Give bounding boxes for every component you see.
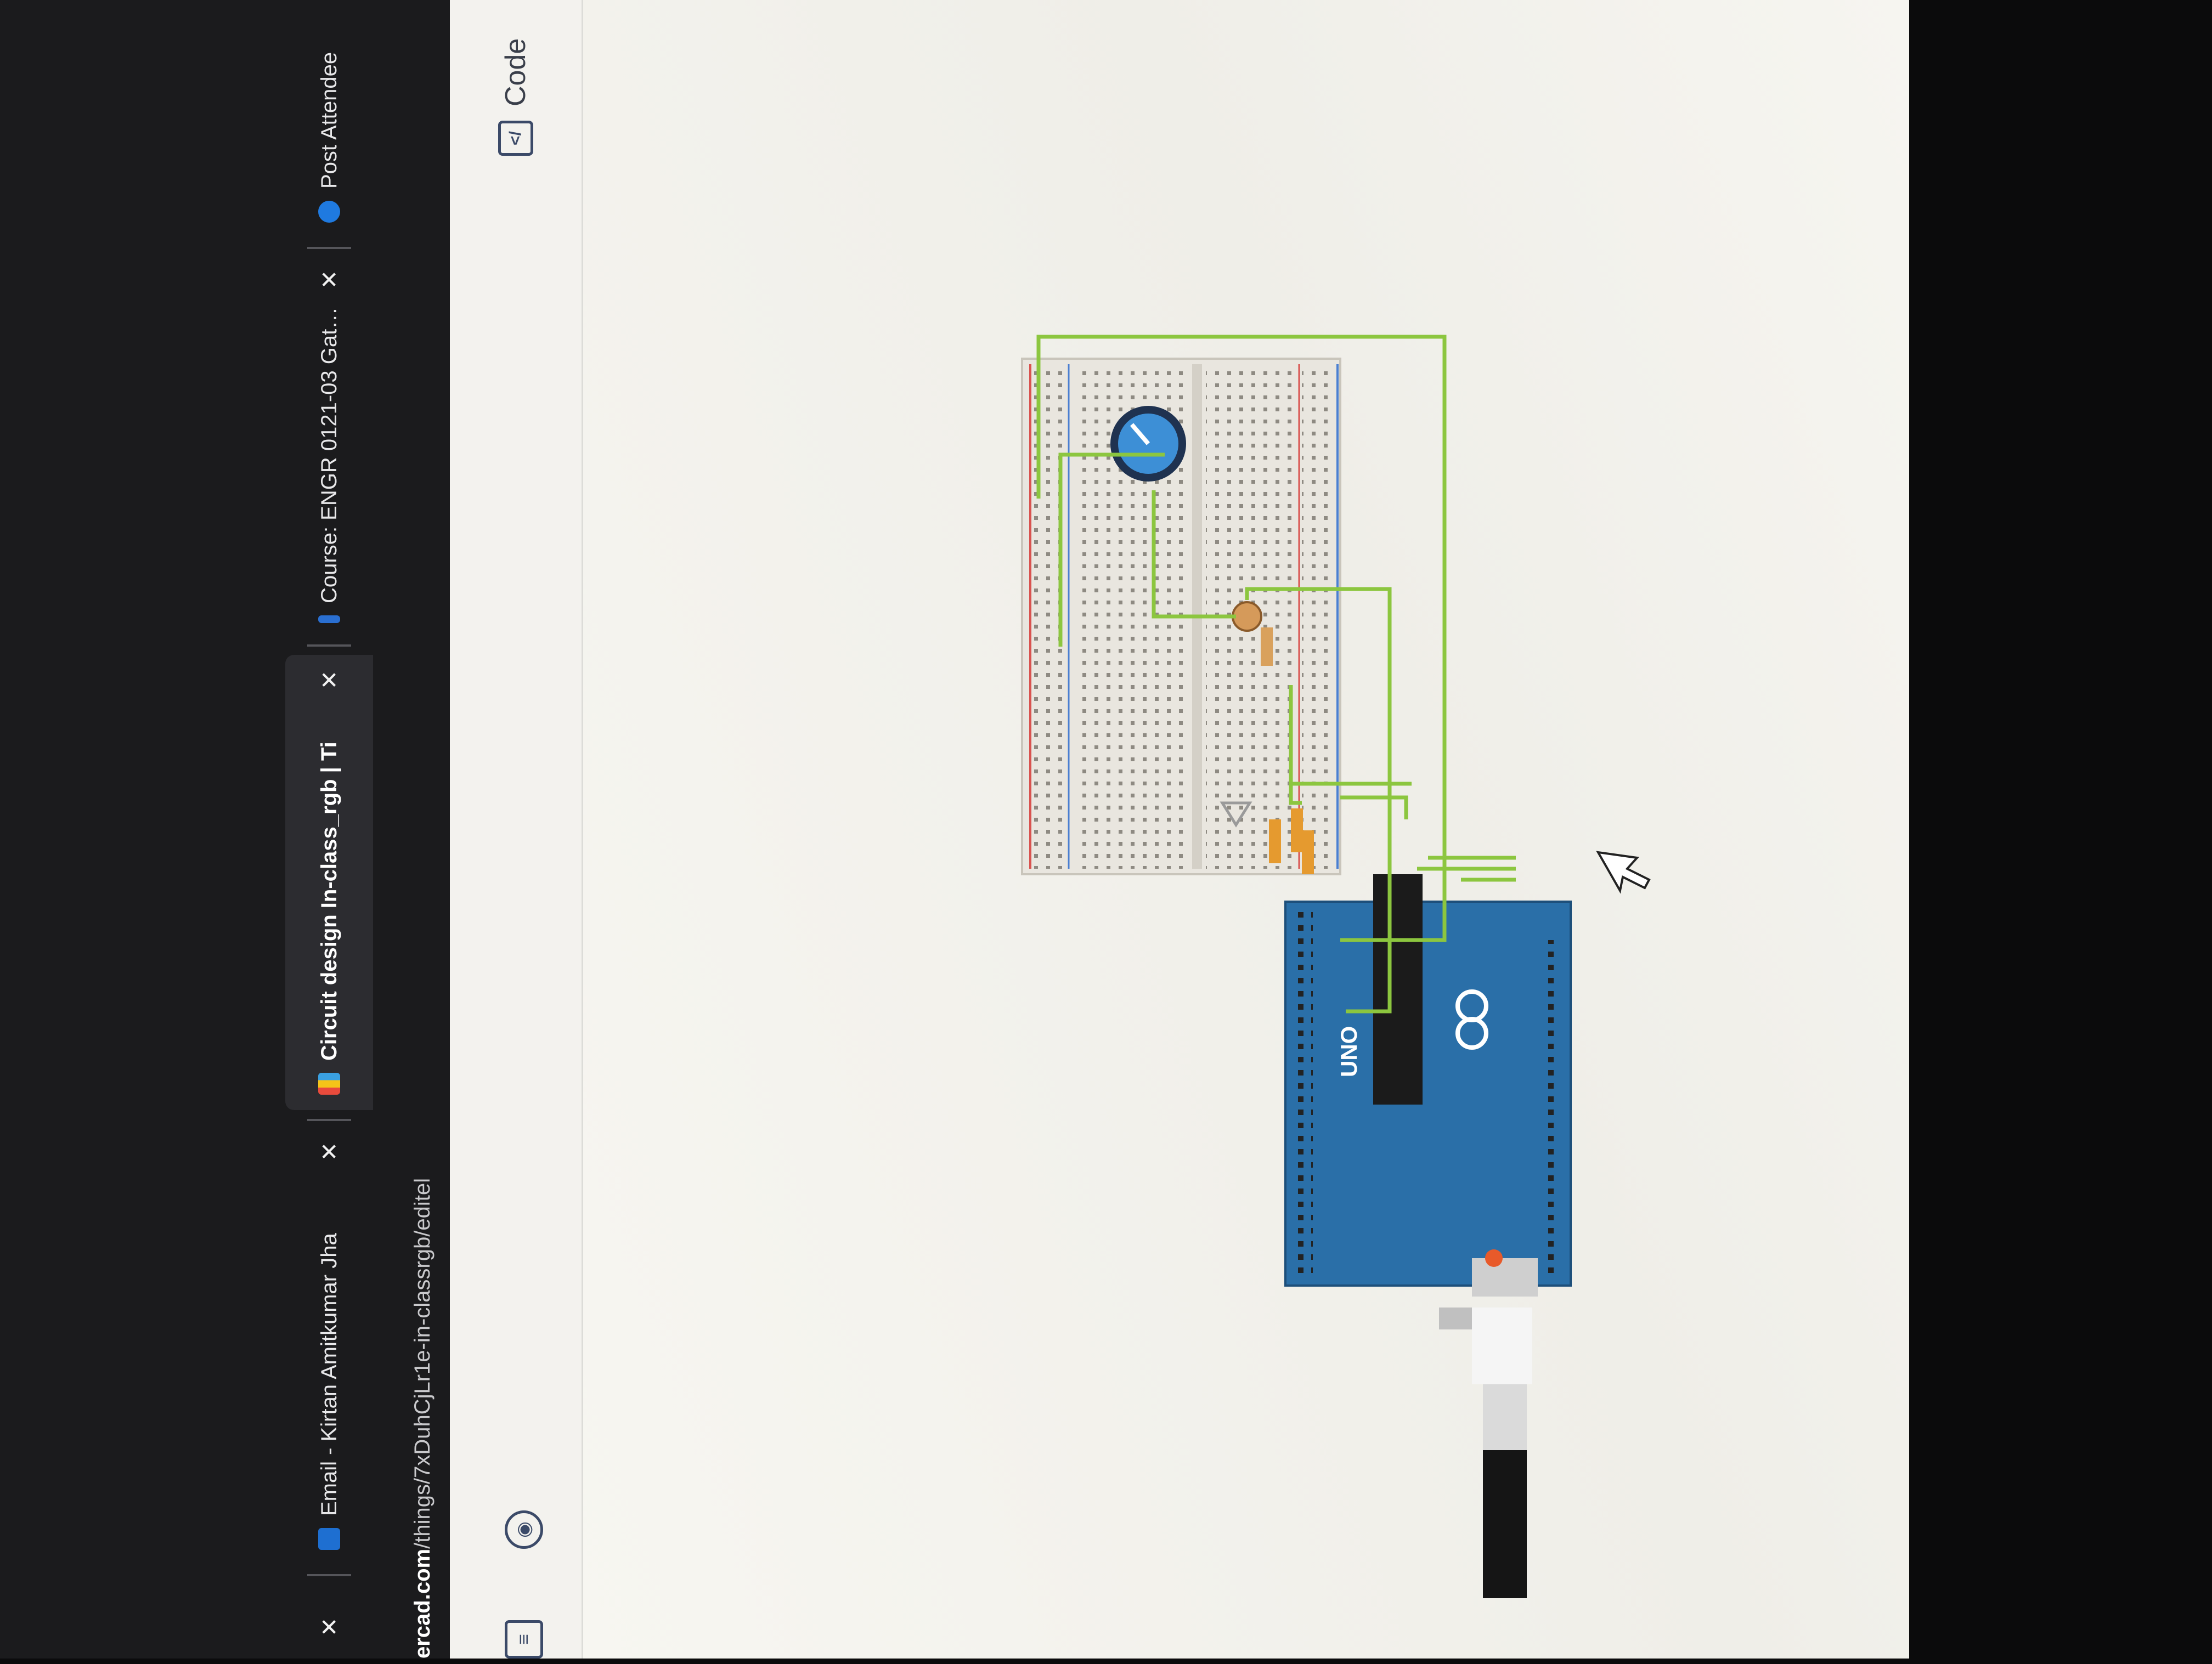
circuit-canvas[interactable]: UNO <box>583 0 1909 1659</box>
tab-close-icon[interactable]: ✕ <box>316 1142 342 1162</box>
arduino-uno[interactable]: UNO <box>1284 874 1572 1598</box>
tab-post-attendee-title: Post Attendee <box>317 52 341 189</box>
rgb-led[interactable] <box>1220 801 1252 828</box>
tab-circuit-design[interactable]: Circuit design In-class_rgb | Ti ✕ <box>285 655 373 1110</box>
wires <box>1036 335 1516 1014</box>
editor-toolbar: ≡ ◉ </ Code <box>450 0 583 1659</box>
tab-close-icon[interactable]: ✕ <box>316 1617 342 1637</box>
tab-strip: ✕ Email - Kirtan Amitkumar Jha ✕ Circuit… <box>274 0 384 1659</box>
tab-course-title: Course: ENGR 0121-03 Gatew <box>317 301 341 603</box>
address-bar[interactable]: ercad.com /things/7xDuhCjLr1e-in-classrg… <box>395 0 450 1659</box>
mouse-cursor-icon <box>1596 851 1651 894</box>
code-icon: </ <box>498 121 533 156</box>
tab-course[interactable]: Course: ENGR 0121-03 Gatew ✕ <box>285 254 373 638</box>
arduino-uno-logo-text: UNO <box>1336 1026 1362 1077</box>
tinkercad-icon <box>318 1073 340 1095</box>
circuit-drawing: UNO <box>1021 335 1651 1598</box>
info-icon <box>318 201 340 223</box>
code-button[interactable]: </ Code <box>488 38 543 156</box>
potentiometer[interactable] <box>1110 406 1186 482</box>
url-path: /things/7xDuhCjLr1e-in-classrgb/editel <box>410 1178 435 1549</box>
tab-close-icon[interactable]: ✕ <box>316 270 342 290</box>
moodle-icon <box>318 615 340 623</box>
notes-icon[interactable]: ≡ <box>505 1620 543 1659</box>
eye-icon[interactable]: ◉ <box>505 1510 543 1549</box>
tab-post-attendee[interactable]: Post Attendee <box>285 0 373 238</box>
tab-circuit-design-title: Circuit design In-class_rgb | Ti <box>317 742 341 1061</box>
url-domain: ercad.com <box>410 1548 435 1659</box>
resistors[interactable] <box>1261 627 1314 874</box>
tab-partial-left[interactable]: ✕ <box>285 1598 373 1664</box>
browser-chrome: ✕ Email - Kirtan Amitkumar Jha ✕ Circuit… <box>0 0 450 1659</box>
tab-close-icon[interactable]: ✕ <box>316 670 342 690</box>
tab-email-title: Email - Kirtan Amitkumar Jha <box>317 1233 341 1516</box>
code-label: Code <box>500 38 532 106</box>
outlook-icon <box>318 1528 340 1550</box>
tinkercad-app: ≡ ◉ </ Code <box>450 0 1909 1659</box>
tab-email[interactable]: Email - Kirtan Amitkumar Jha ✕ <box>285 1127 373 1565</box>
photoresistor[interactable] <box>1232 601 1262 632</box>
